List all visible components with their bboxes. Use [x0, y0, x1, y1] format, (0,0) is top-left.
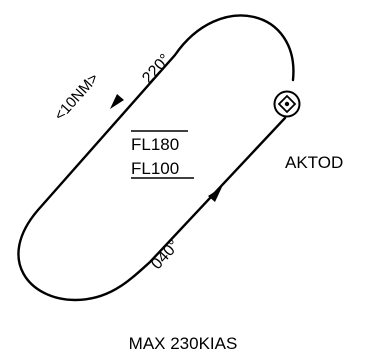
outbound-course-label: 040°	[148, 237, 183, 273]
speed-restriction-label: MAX 230KIAS	[129, 334, 238, 353]
direction-arrow-outbound-leg	[208, 187, 222, 202]
fix-name-label: AKTOD	[285, 153, 343, 172]
waypoint-icon	[273, 90, 301, 118]
direction-arrow-inbound-leg	[110, 94, 124, 109]
lower-altitude-limit: FL100	[131, 159, 179, 178]
inbound-course-label: 220°	[139, 51, 174, 87]
leg-length-label: <10NM>	[51, 70, 102, 124]
upper-altitude-limit: FL180	[131, 135, 179, 154]
holding-track	[17, 14, 295, 302]
